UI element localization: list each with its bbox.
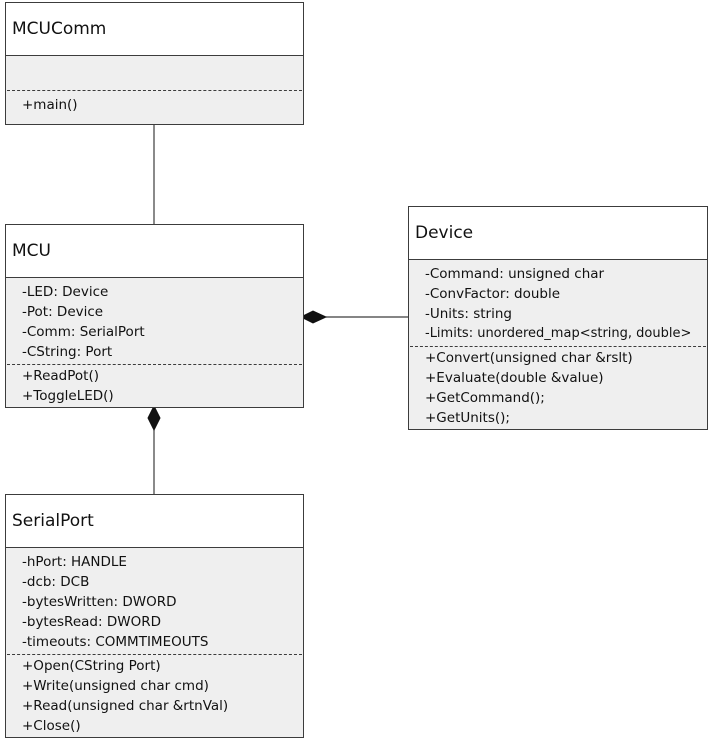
attribute: -ConvFactor: double bbox=[425, 286, 561, 302]
attributes-section: -hPort: HANDLE -dcb: DCB -bytesWritten: … bbox=[6, 548, 303, 654]
section-divider bbox=[7, 364, 302, 365]
method: +Evaluate(double &value) bbox=[425, 370, 604, 386]
attribute: -bytesWritten: DWORD bbox=[22, 594, 177, 610]
attribute: -Units: string bbox=[425, 306, 512, 322]
method: +Read(unsigned char &rtnVal) bbox=[22, 698, 229, 714]
class-serialport[interactable]: SerialPort -hPort: HANDLE -dcb: DCB -byt… bbox=[5, 494, 304, 738]
methods-section: +ReadPot() +ToggleLED() bbox=[6, 365, 303, 406]
attribute: -CString: Port bbox=[22, 344, 113, 360]
method: +Open(CString Port) bbox=[22, 658, 161, 674]
composition-diamond-mcu-serialport bbox=[147, 404, 161, 432]
section-divider bbox=[7, 654, 302, 655]
method: +GetCommand(); bbox=[425, 390, 545, 406]
class-mcu[interactable]: MCU -LED: Device -Pot: Device -Comm: Ser… bbox=[5, 224, 304, 408]
method: +GetUnits(); bbox=[425, 410, 510, 426]
attribute: -Command: unsigned char bbox=[425, 266, 605, 282]
methods-section: +Open(CString Port) +Write(unsigned char… bbox=[6, 655, 303, 736]
attribute: -Limits: unordered_map<string, double> bbox=[425, 326, 692, 341]
attributes-section: -Command: unsigned char -ConvFactor: dou… bbox=[409, 260, 707, 346]
method: +main() bbox=[22, 97, 78, 113]
class-mcucomm[interactable]: MCUComm +main() bbox=[5, 2, 304, 125]
attributes-section: -LED: Device -Pot: Device -Comm: SerialP… bbox=[6, 278, 303, 364]
attribute: -Pot: Device bbox=[22, 304, 104, 320]
class-name: MCUComm bbox=[6, 3, 303, 56]
section-divider bbox=[7, 90, 302, 91]
attributes-section bbox=[6, 56, 303, 90]
attribute: -dcb: DCB bbox=[22, 574, 90, 590]
attribute: -LED: Device bbox=[22, 284, 109, 300]
section-divider bbox=[410, 346, 706, 347]
class-name: Device bbox=[409, 207, 707, 260]
class-name: MCU bbox=[6, 225, 303, 278]
method: +Convert(unsigned char &rslt) bbox=[425, 350, 633, 366]
attribute: -timeouts: COMMTIMEOUTS bbox=[22, 634, 209, 650]
methods-section: +Convert(unsigned char &rslt) +Evaluate(… bbox=[409, 347, 707, 428]
methods-section: +main() bbox=[6, 91, 303, 115]
method: +Close() bbox=[22, 718, 81, 734]
class-name: SerialPort bbox=[6, 495, 303, 548]
method: +ReadPot() bbox=[22, 368, 99, 384]
composition-diamond-mcu-device bbox=[299, 310, 328, 324]
method: +Write(unsigned char cmd) bbox=[22, 678, 209, 694]
attribute: -Comm: SerialPort bbox=[22, 324, 145, 340]
method: +ToggleLED() bbox=[22, 388, 114, 404]
class-device[interactable]: Device -Command: unsigned char -ConvFact… bbox=[408, 206, 708, 430]
attribute: -hPort: HANDLE bbox=[22, 554, 127, 570]
attribute: -bytesRead: DWORD bbox=[22, 614, 161, 630]
